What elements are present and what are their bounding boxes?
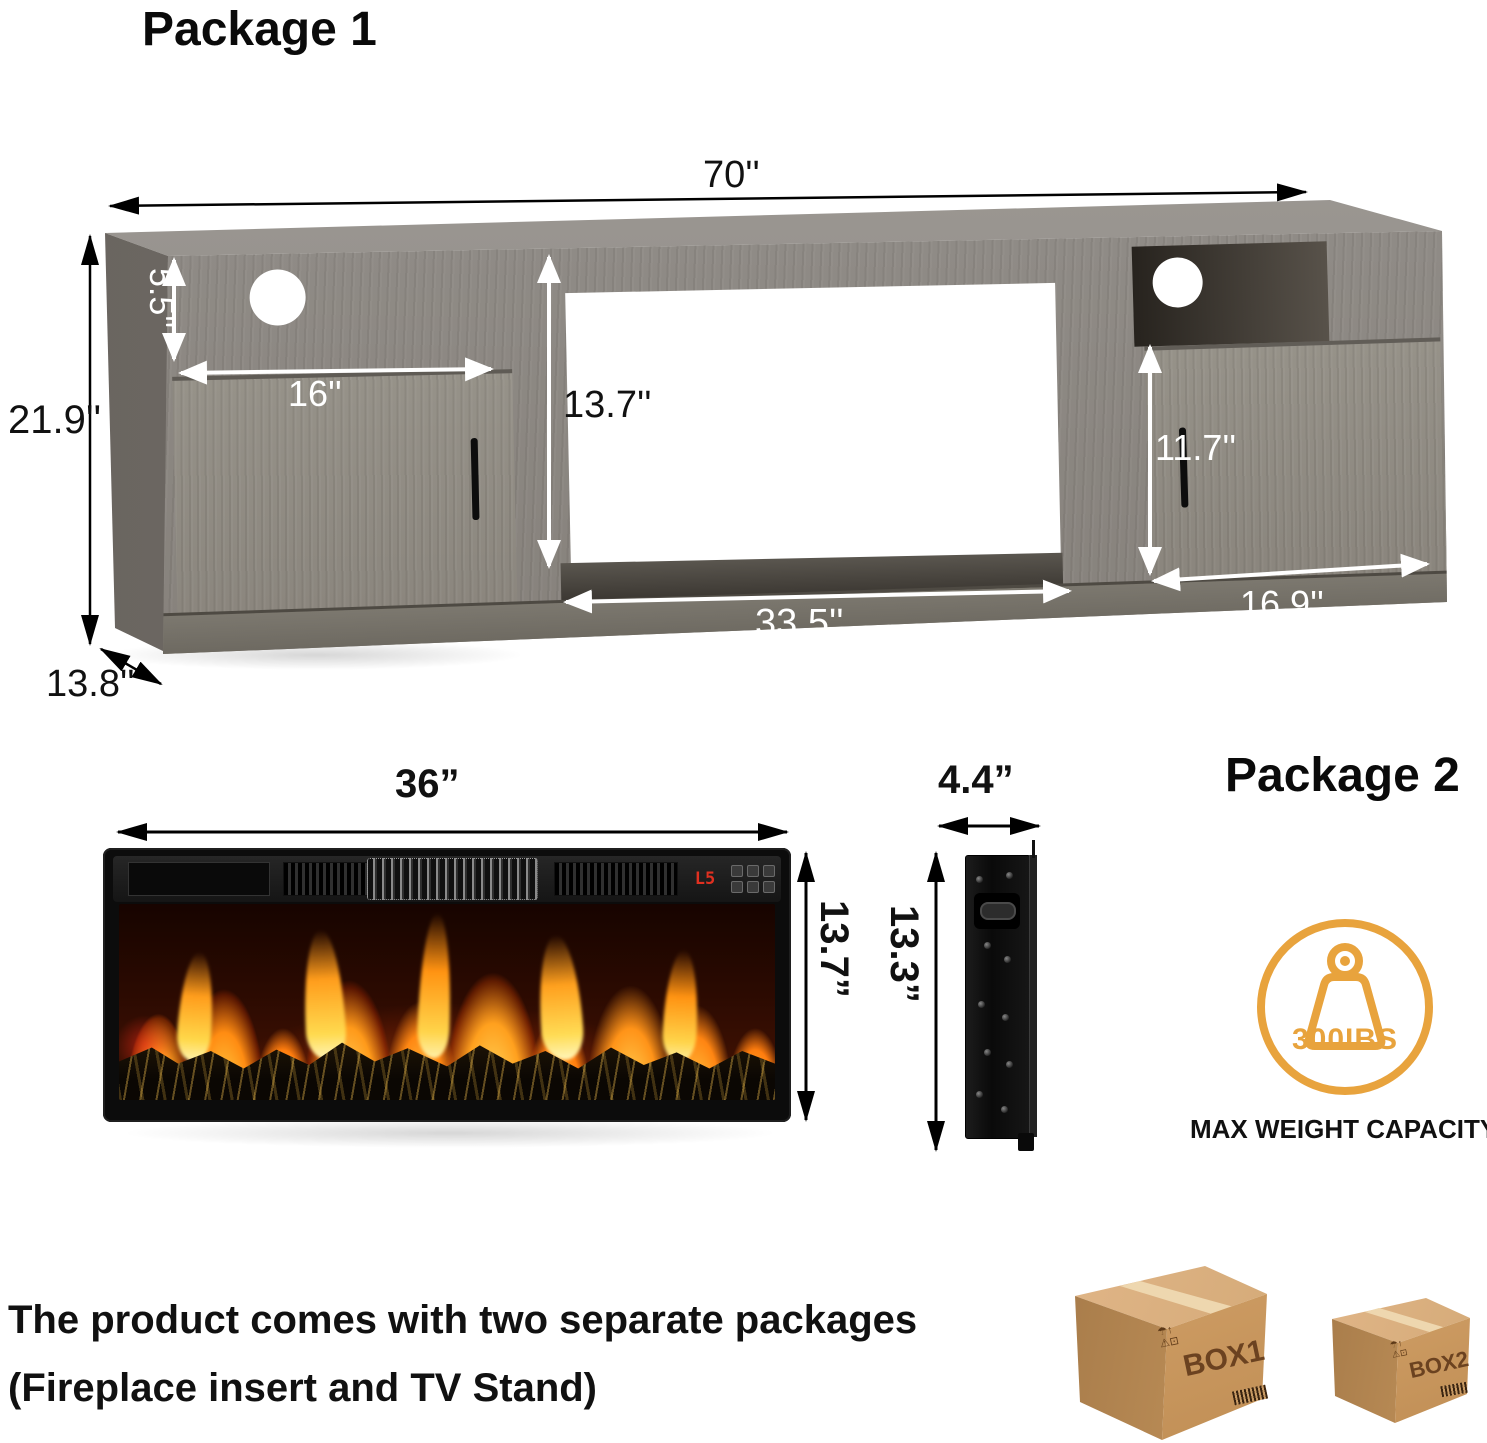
side-mount-flange — [1029, 855, 1037, 1137]
flame — [661, 949, 701, 1063]
dim-overall-height: 21.9'' — [8, 398, 102, 442]
dim-side-depth: 4.4” — [938, 758, 1014, 802]
led-display: L5 — [694, 869, 716, 889]
dim-overall-width: 70'' — [703, 154, 760, 196]
fireplace-top-bar: L5 — [113, 856, 781, 902]
screw-dot — [976, 1091, 983, 1098]
control-button[interactable] — [763, 881, 775, 893]
dim-left-door-width: 16'' — [288, 373, 342, 414]
footer-line2: (Fireplace insert and TV Stand) — [8, 1366, 598, 1410]
dim-right-door-height: 11.7'' — [1155, 427, 1237, 468]
dim-center-opening-height: 13.7'' — [563, 384, 652, 426]
shipping-box-2: ☂↑⚠⊡ BOX2 — [1325, 1292, 1477, 1427]
screw-dot — [1006, 1061, 1013, 1068]
footer-line1: The product comes with two separate pack… — [8, 1298, 918, 1342]
screw-dot — [976, 876, 983, 883]
control-button[interactable] — [747, 881, 759, 893]
screw-dot — [1001, 1106, 1008, 1113]
dim-side-height: 13.3” — [882, 905, 926, 1003]
dim-depth: 13.8'' — [46, 663, 135, 705]
control-button[interactable] — [731, 865, 743, 877]
stand-side-face — [105, 233, 168, 652]
control-button[interactable] — [731, 881, 743, 893]
control-buttons — [727, 864, 779, 894]
flame — [175, 950, 217, 1064]
control-button[interactable] — [747, 865, 759, 877]
screw-dot — [984, 942, 991, 949]
side-handle-inner — [980, 902, 1016, 920]
fireplace-display-panel — [128, 862, 270, 896]
dim-fireplace-height: 13.7” — [812, 900, 856, 998]
shipping-box-1: ☂↑⚠⊡ BOX1 — [1065, 1258, 1277, 1443]
side-foot — [1018, 1133, 1034, 1151]
dim-center-opening-width: 33.5'' — [755, 602, 844, 644]
dim-fireplace-width: 36” — [395, 762, 460, 806]
dim-open-shelf-height: 5.5'' — [142, 268, 180, 329]
weight-icon — [1304, 943, 1386, 1050]
weight-capacity-badge: 300IBS — [1257, 919, 1433, 1095]
screw-dot — [1004, 956, 1011, 963]
side-handle-cutout — [974, 893, 1020, 929]
fireplace-insert-front: L5 — [103, 848, 791, 1122]
dim-right-door-width: 16.9'' — [1240, 583, 1324, 624]
max-weight-caption: MAX WEIGHT CAPACITY — [1190, 1114, 1487, 1144]
screw-dot — [1002, 1014, 1009, 1021]
weight-capacity-value: 300IBS — [1291, 1023, 1399, 1056]
screw-dot — [978, 1001, 985, 1008]
package2-title: Package 2 — [1225, 749, 1460, 802]
screw-dot — [1006, 872, 1013, 879]
screw-dot — [984, 1049, 991, 1056]
fireplace-floor-shadow — [120, 1118, 780, 1148]
package1-title: Package 1 — [142, 3, 377, 56]
side-top-pin — [1032, 840, 1035, 858]
flame — [534, 933, 586, 1062]
heater-vent-right — [554, 862, 678, 896]
flame — [300, 929, 348, 1061]
heater-vent-center — [367, 858, 538, 900]
fireplace-insert-side — [965, 855, 1031, 1139]
flame — [416, 912, 454, 1059]
control-button[interactable] — [763, 865, 775, 877]
fire-screen — [119, 904, 775, 1100]
